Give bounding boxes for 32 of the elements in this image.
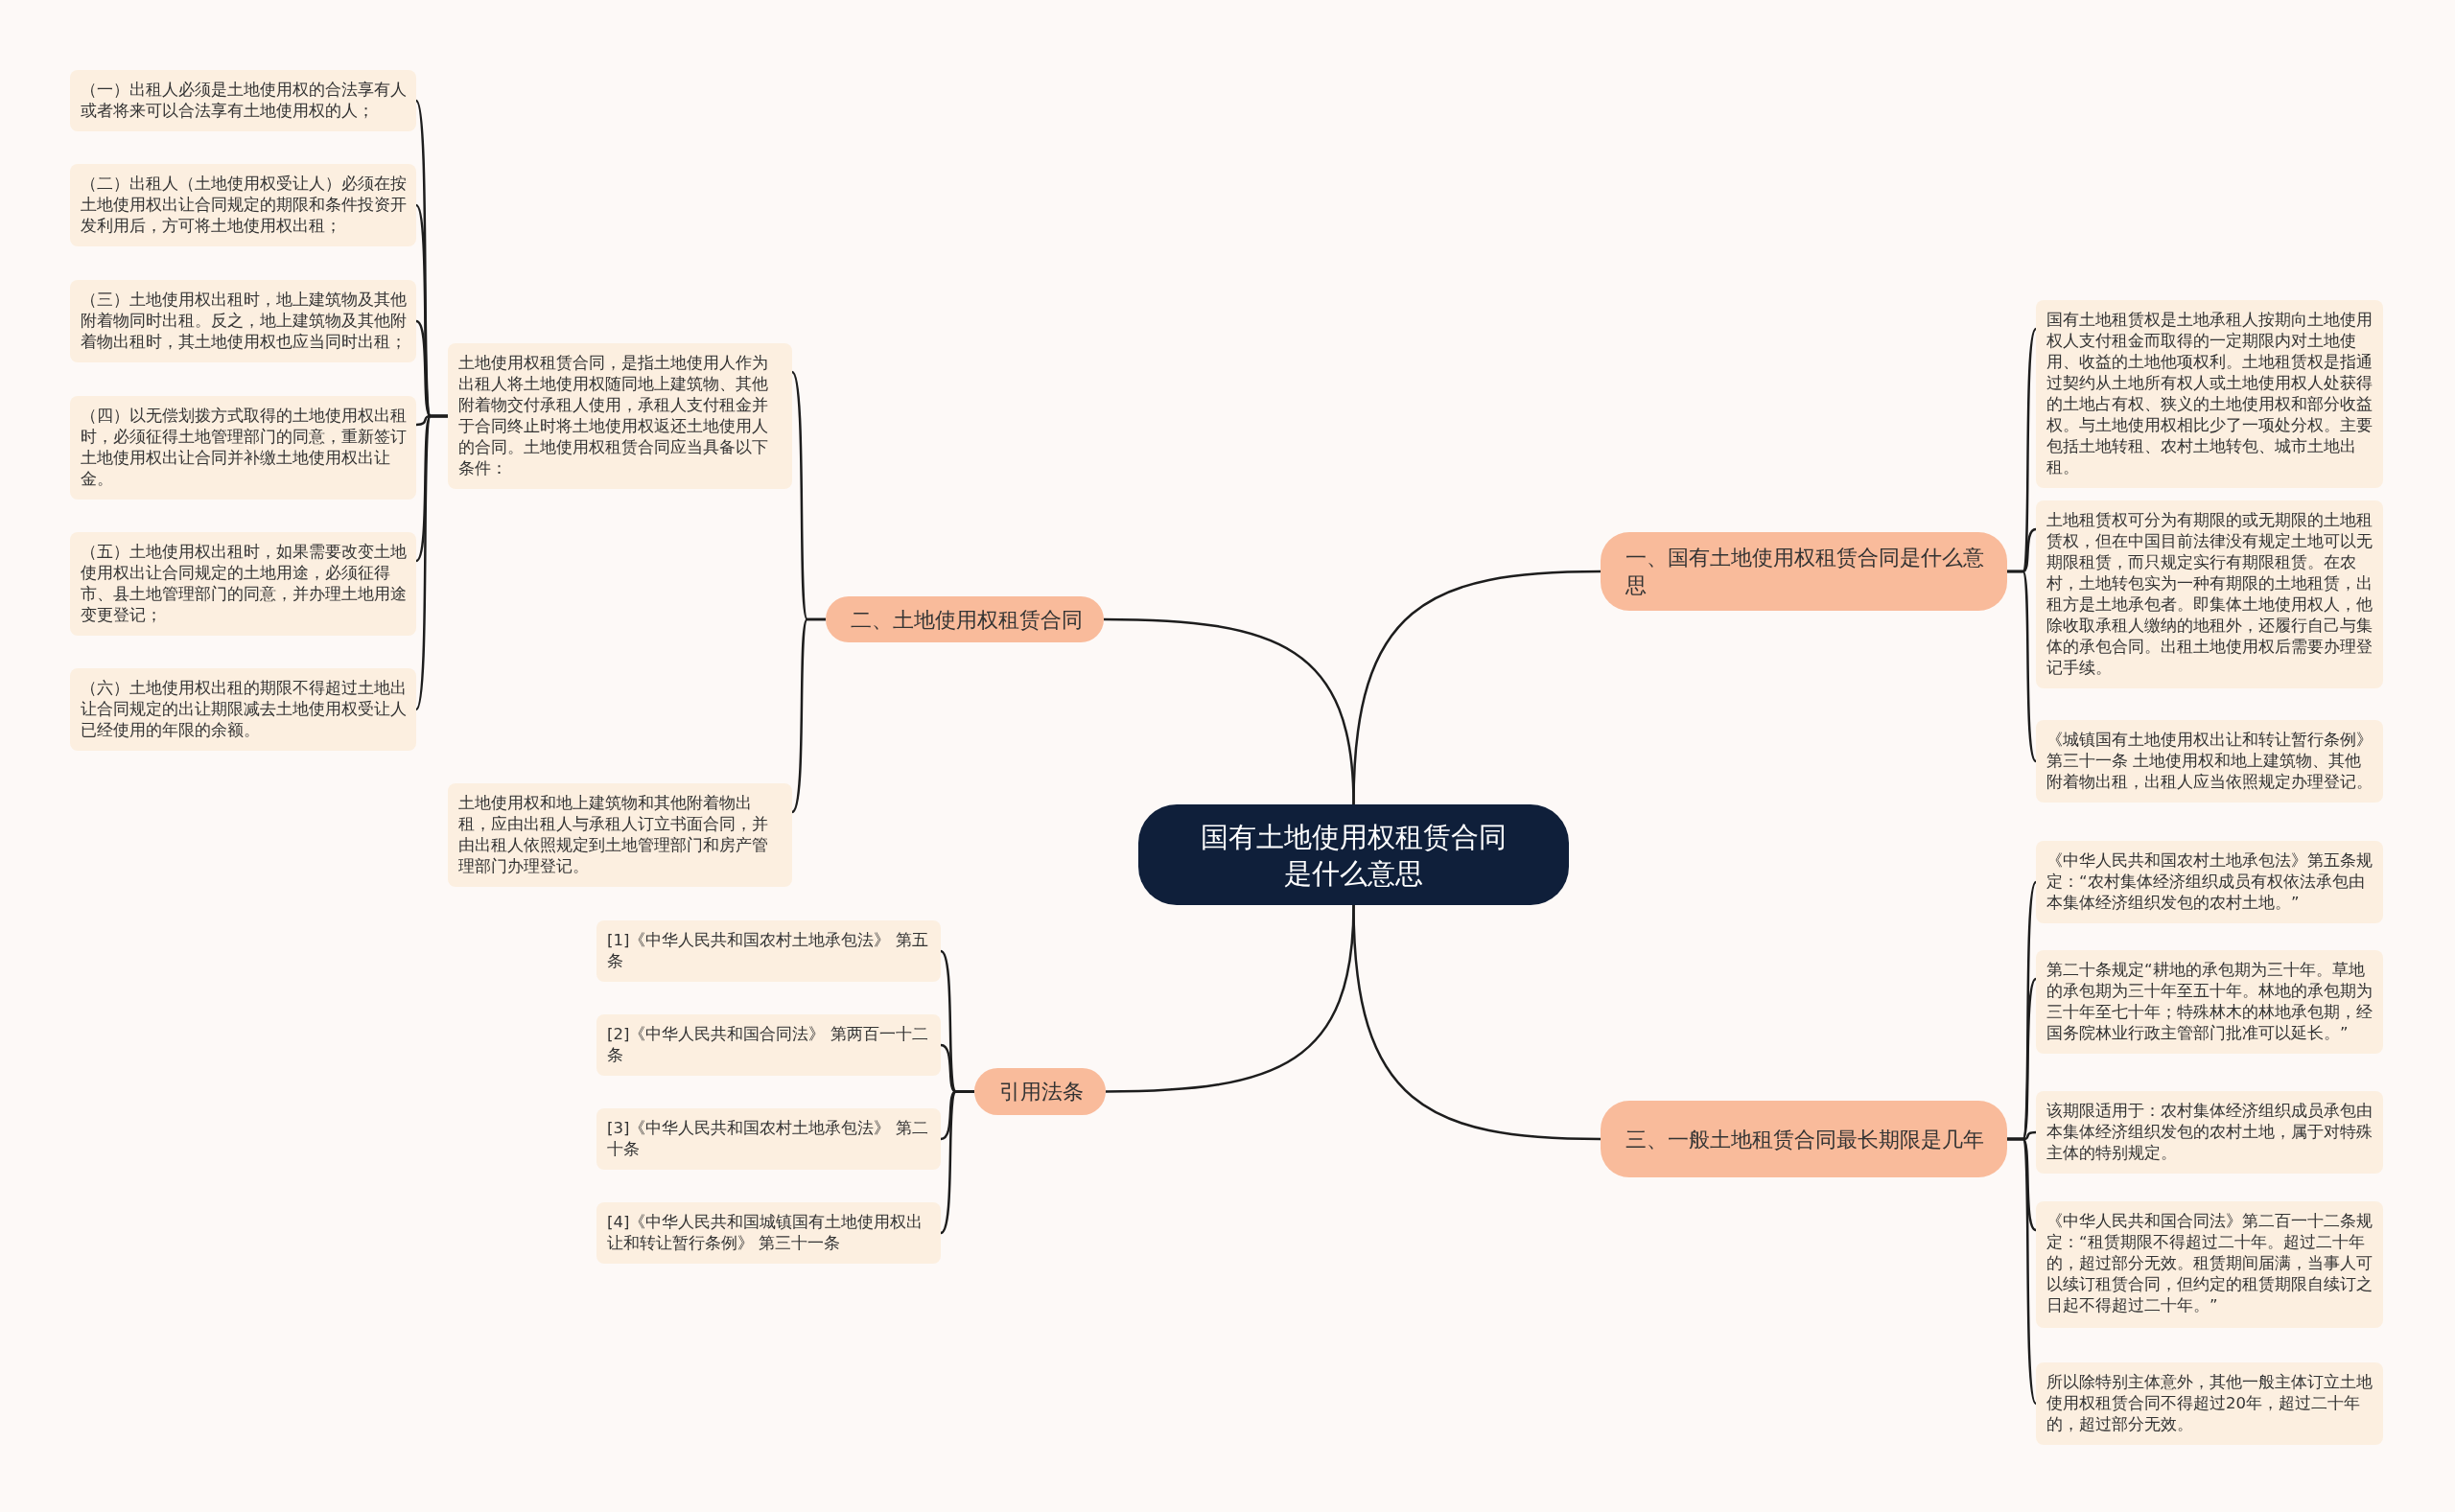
text-card: 该期限适用于：农村集体经济组织成员承包由本集体经济组织发包的农村土地，属于对特殊主体的特别规定。: [2036, 1091, 2383, 1174]
text-card: 《中华人民共和国农村土地承包法》第五条规定：“农村集体经济组织成员有权依法承包由本集体经济组织发包的农村土地。”: [2036, 841, 2383, 923]
text-card: 国有土地租赁权是土地承租人按期向土地使用权人支付租金而取得的一定期限内对土地使用、收益的土地他项权利。土地租赁权是指通过契约从土地所有权人或土地使用权人处获得的土地占有权、狭义的土地使用权和部分收益权。与土地使用权相比少了一项处分权。主要包括土地转租、农村土地转包、城市土地出租。: [2036, 300, 2383, 488]
text-card: [1]《中华人民共和国农村土地承包法》 第五条: [596, 920, 941, 982]
text-card: 土地租赁权可分为有期限的或无期限的土地租赁权，但在中国目前法律没有规定土地可以无期限租赁，而只规定实行有期限租赁。在农村，土地转包实为一种有期限的土地租赁，出租方是土地承包者。即集体土地使用权人，他除收取承租人缴纳的地租外，还履行自己与集体的承包合同。出租土地使用权后需要办理登记手续。: [2036, 500, 2383, 688]
connector: [791, 617, 826, 813]
branch-topic: 三、一般土地租赁合同最长期限是几年: [1601, 1101, 2007, 1177]
connector: [940, 1090, 974, 1234]
text-card: [4]《中华人民共和国城镇国有土地使用权出让和转让暂行条例》 第三十一条: [596, 1202, 941, 1264]
text-card: 所以除特别主体意外，其他一般主体订立土地使用权租赁合同不得超过20年，超过二十年的，超过部分无效。: [2036, 1362, 2383, 1445]
connector: [1104, 617, 1355, 805]
text-card: 第二十条规定“耕地的承包期为三十年。草地的承包期为三十年至五十年。林地的承包期为三十年至七十年；特殊林木的林地承包期，经国务院林业行政主管部门批准可以延长。”: [2036, 950, 2383, 1054]
text-card: 《中华人民共和国合同法》第二百一十二条规定：“租赁期限不得超过二十年。超过二十年的，超过部分无效。租赁期间届满，当事人可以续订租赁合同，但约定的租赁期限自续订之日起不得超过二十年。”: [2036, 1201, 2383, 1328]
text-card: 《城镇国有土地使用权出让和转让暂行条例》第三十一条 土地使用权和地上建筑物、其他附着物出租，出租人应当依照规定办理登记。: [2036, 720, 2383, 803]
text-card: 土地使用权和地上建筑物和其他附着物出租，应由出租人与承租人订立书面合同，并由出租人依照规定到土地管理部门和房产管理部门办理登记。: [448, 783, 792, 887]
branch-topic: 一、国有土地使用权租赁合同是什么意思: [1601, 532, 2007, 611]
text-card: [2]《中华人民共和国合同法》 第两百一十二条: [596, 1014, 941, 1076]
branch-topic: 二、土地使用权租赁合同: [826, 596, 1104, 642]
connector: [2007, 570, 2037, 762]
branch-topic: 引用法条: [974, 1068, 1106, 1115]
text-card: 土地使用权租赁合同，是指土地使用人作为出租人将土地使用权随同地上建筑物、其他附着物交付承租人使用，承租人支付租金并于合同终止时将土地使用权返还土地使用人的合同。土地使用权租赁合同应当具备以下条件：: [448, 343, 792, 489]
text-card: [3]《中华人民共和国农村土地承包法》 第二十条: [596, 1108, 941, 1170]
text-card: （一）出租人必须是土地使用权的合法享有人或者将来可以合法享有土地使用权的人；: [70, 70, 416, 131]
text-card: （五）土地使用权出租时，如果需要改变土地使用权出让合同规定的土地用途，必须征得市、县土地管理部门的同意，并办理土地用途变更登记；: [70, 532, 416, 636]
connector: [1352, 904, 1602, 1141]
connector: [2007, 1137, 2038, 1405]
text-card: （三）土地使用权出租时，地上建筑物及其他附着物同时出租。反之，地上建筑物及其他附着物出租时，其土地使用权也应当同时出租；: [70, 280, 416, 362]
text-card: （四）以无偿划拨方式取得的土地使用权出租时，必须征得土地管理部门的同意，重新签订土地使用权出让合同并补缴土地使用权出让金。: [70, 396, 416, 500]
text-card: （六）土地使用权出租的期限不得超过土地出让合同规定的出让期限减去土地使用权受让人已经使用的年限的余额。: [70, 668, 416, 751]
text-card: （二）出租人（土地使用权受让人）必须在按土地使用权出让合同规定的期限和条件投资开发利用后，方可将土地使用权出租；: [70, 164, 416, 246]
connector: [414, 414, 448, 710]
central-topic: 国有土地使用权租赁合同是什么意思: [1138, 804, 1569, 905]
